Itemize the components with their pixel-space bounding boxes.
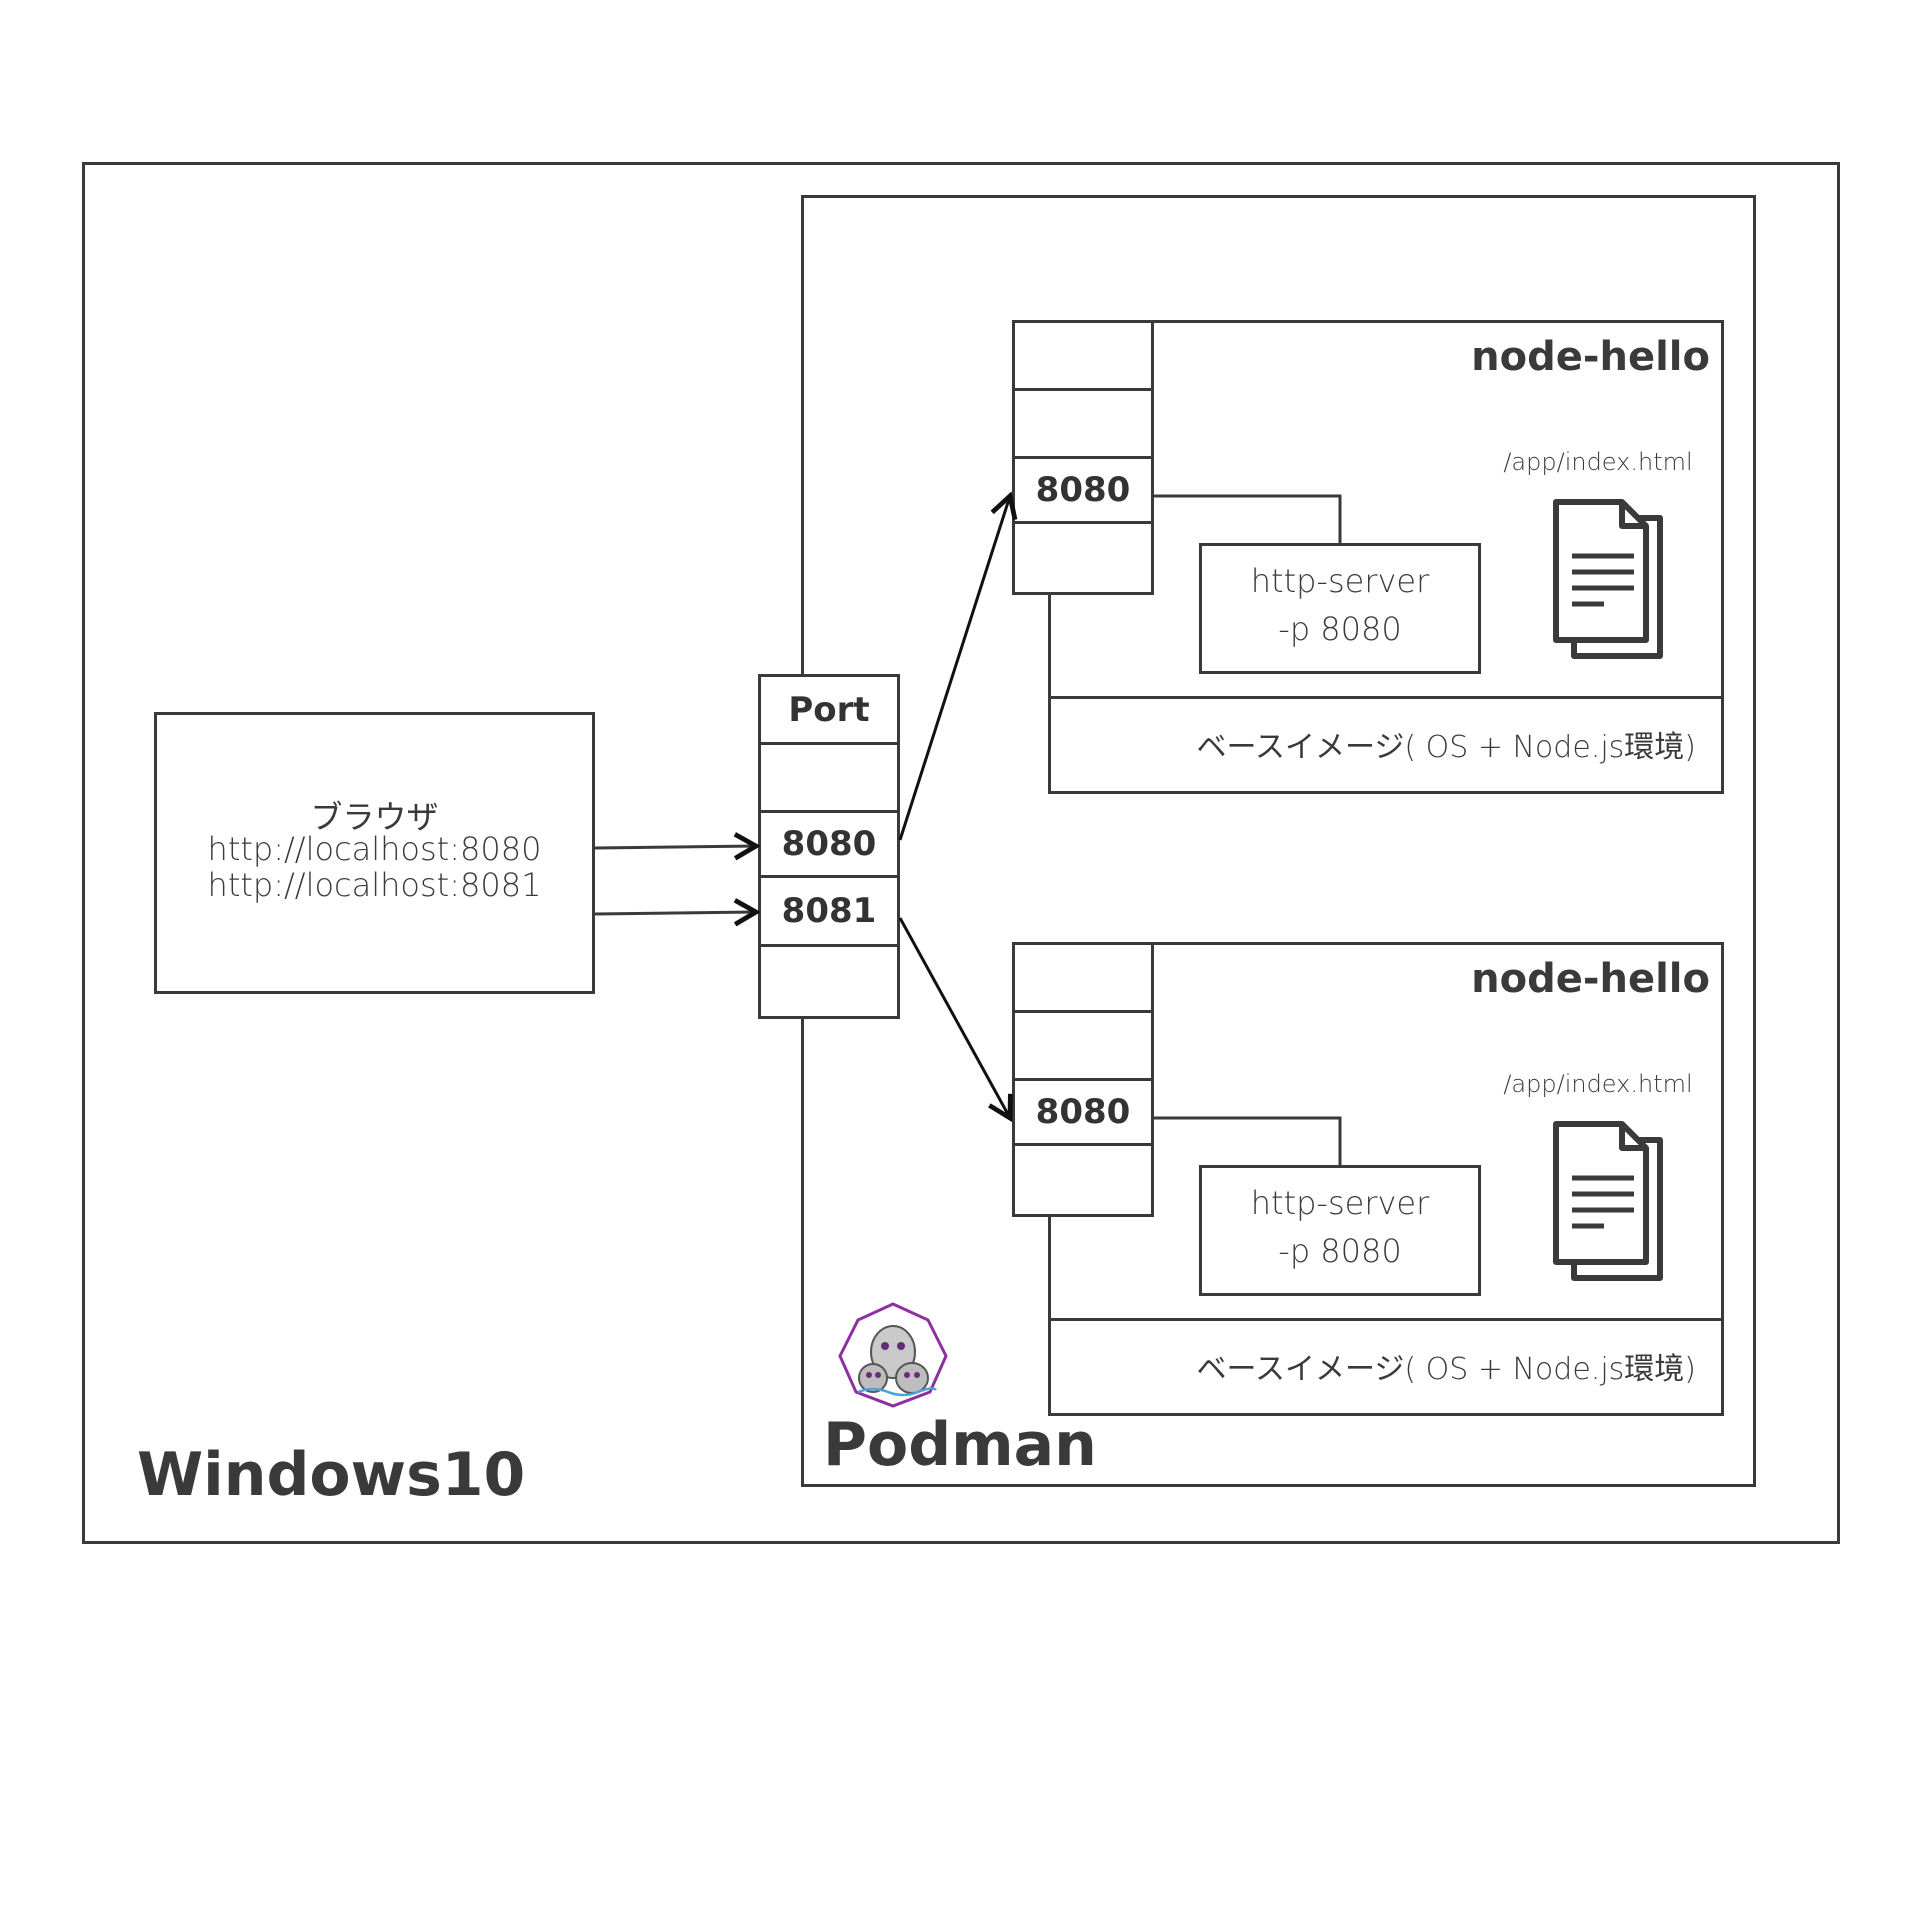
http-server-port-flag: -p 8080 <box>1278 610 1402 648</box>
base-image-label: ベースイメージ( OS + Node.js環境) <box>1196 730 1696 765</box>
browser-url-8080: http://localhost:8080 <box>207 830 542 868</box>
container-name: node-hello <box>1471 334 1710 380</box>
port-empty-cell <box>758 742 900 813</box>
host-port-8080: 8080 <box>758 810 900 878</box>
http-server-command: http-server <box>1250 562 1430 600</box>
arrow-browser-to-8081 <box>594 898 761 927</box>
file-path: /app/index.html <box>1503 1070 1693 1098</box>
container-port-empty <box>1012 1143 1154 1217</box>
http-server-box <box>1199 1165 1481 1296</box>
port-to-server-connector <box>1154 1116 1342 1165</box>
container-port-empty <box>1012 388 1154 459</box>
container-port-empty <box>1012 320 1154 391</box>
arrow-browser-to-8080 <box>594 832 761 861</box>
base-image-label: ベースイメージ( OS + Node.js環境) <box>1196 1352 1696 1387</box>
windows-host-box <box>82 162 1840 1544</box>
port-empty-cell <box>758 944 900 1019</box>
windows-host-label: Windows10 <box>137 1440 526 1510</box>
arrow-8080-to-container-1 <box>898 491 1018 841</box>
arrow-8081-to-container-2 <box>898 917 1013 1123</box>
port-to-server-connector <box>1154 494 1342 543</box>
port-header: Port <box>758 674 900 745</box>
browser-url-8081: http://localhost:8081 <box>207 866 542 904</box>
document-icon <box>1553 1121 1663 1281</box>
container-port-empty <box>1012 521 1154 595</box>
base-image-box <box>1048 696 1724 794</box>
base-image-box <box>1048 1318 1724 1416</box>
browser-title: ブラウザ <box>310 798 439 836</box>
podman-seals-icon <box>838 1302 948 1408</box>
podman-label: Podman <box>823 1410 1097 1480</box>
container-name: node-hello <box>1471 956 1710 1002</box>
document-icon <box>1553 499 1663 659</box>
container-port-empty <box>1012 1010 1154 1081</box>
http-server-command: http-server <box>1250 1184 1430 1222</box>
file-path: /app/index.html <box>1503 448 1693 476</box>
http-server-port-flag: -p 8080 <box>1278 1232 1402 1270</box>
http-server-box <box>1199 543 1481 674</box>
browser-box <box>154 712 595 994</box>
